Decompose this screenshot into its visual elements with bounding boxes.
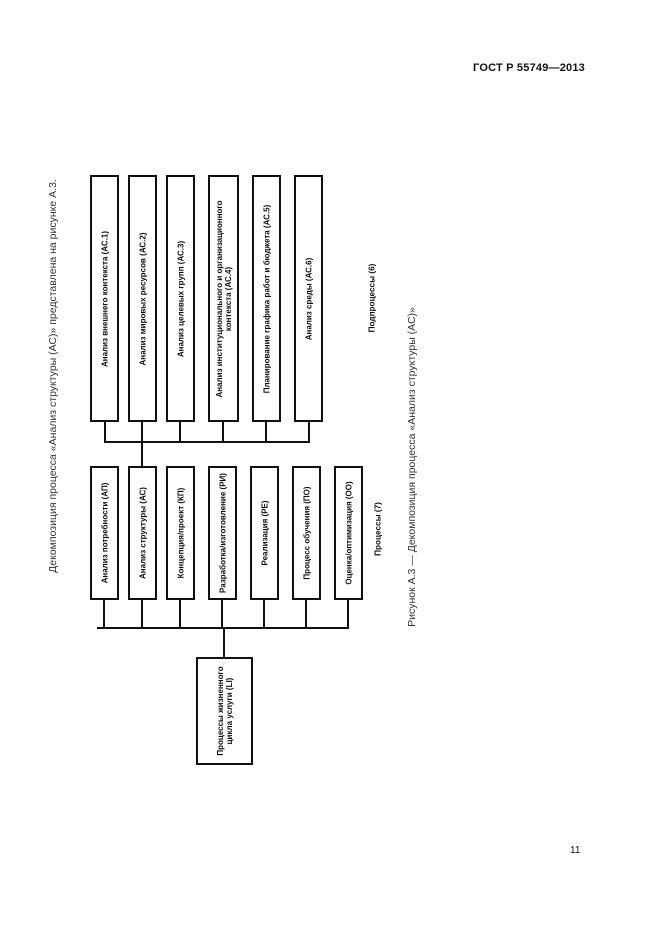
subprocess-label: Анализ внешнего контекста (АС.1) [99, 230, 109, 367]
subprocess-label: Планирование графика работ и бюджета (АС… [261, 204, 271, 393]
root-process-box: Процессы жизненного цикла услуги (LI) [196, 657, 253, 765]
process-label: Анализ структуры (АС) [137, 487, 147, 579]
subprocess-box: Анализ целевых групп (АС.3) [166, 175, 195, 422]
subprocess-box: Анализ институционального и организацион… [208, 175, 239, 422]
connector-line [305, 600, 307, 628]
page-number: 11 [570, 845, 581, 856]
process-box: Реализация (РЕ) [250, 466, 279, 600]
subprocess-label: Анализ среды (АС.6) [303, 257, 313, 340]
connector-line [308, 422, 310, 442]
processes-group-label: Процессы (7) [373, 502, 383, 556]
connector-line [141, 442, 143, 466]
intro-paragraph: Декомпозиция процесса «Анализ структуры … [47, 179, 59, 573]
process-box: Оценка/оптимизация (ОО) [334, 466, 363, 600]
process-bus-line [97, 627, 349, 629]
process-box: Концепция/проект (КП) [166, 466, 195, 600]
subprocesses-group-label: Подпроцессы (6) [367, 263, 377, 333]
connector-line [103, 600, 105, 628]
connector-line [104, 422, 106, 442]
subprocess-label: Анализ институционального и организацион… [214, 199, 233, 398]
subprocess-box: Планирование графика работ и бюджета (АС… [252, 175, 281, 422]
connector-line [263, 600, 265, 628]
process-label: Концепция/проект (КП) [175, 487, 185, 579]
process-label: Анализ потребности (АП) [99, 482, 109, 584]
process-label: Оценка/оптимизация (ОО) [343, 481, 353, 585]
connector-line [141, 422, 143, 442]
connector-line [221, 600, 223, 628]
process-label: Процесс обучения (ПО) [301, 486, 311, 580]
subprocess-box: Анализ мировых ресурсов (АС.2) [128, 175, 157, 422]
process-label: Реализация (РЕ) [259, 500, 269, 566]
process-box: Анализ структуры (АС) [128, 466, 157, 600]
process-box: Процесс обучения (ПО) [292, 466, 321, 600]
subprocess-box: Анализ среды (АС.6) [294, 175, 323, 422]
process-label: Разработка/изготовление (РИ) [217, 473, 227, 593]
connector-line [223, 628, 225, 658]
connector-line [179, 422, 181, 442]
root-process-label: Процессы жизненного цикла услуги (LI) [215, 666, 234, 756]
connector-line [222, 422, 224, 442]
process-box: Разработка/изготовление (РИ) [208, 466, 237, 600]
document-code: ГОСТ Р 55749—2013 [473, 62, 585, 74]
subprocess-label: Анализ мировых ресурсов (АС.2) [137, 231, 147, 366]
connector-line [141, 600, 143, 628]
figure-caption: Рисунок А.3 — Декомпозиция процесса «Ана… [406, 307, 418, 627]
process-box: Анализ потребности (АП) [90, 466, 119, 600]
subprocess-box: Анализ внешнего контекста (АС.1) [90, 175, 119, 422]
connector-line [179, 600, 181, 628]
subprocess-label: Анализ целевых групп (АС.3) [175, 240, 185, 357]
subprocess-bus-line [104, 441, 310, 443]
connector-line [265, 422, 267, 442]
connector-line [347, 600, 349, 628]
